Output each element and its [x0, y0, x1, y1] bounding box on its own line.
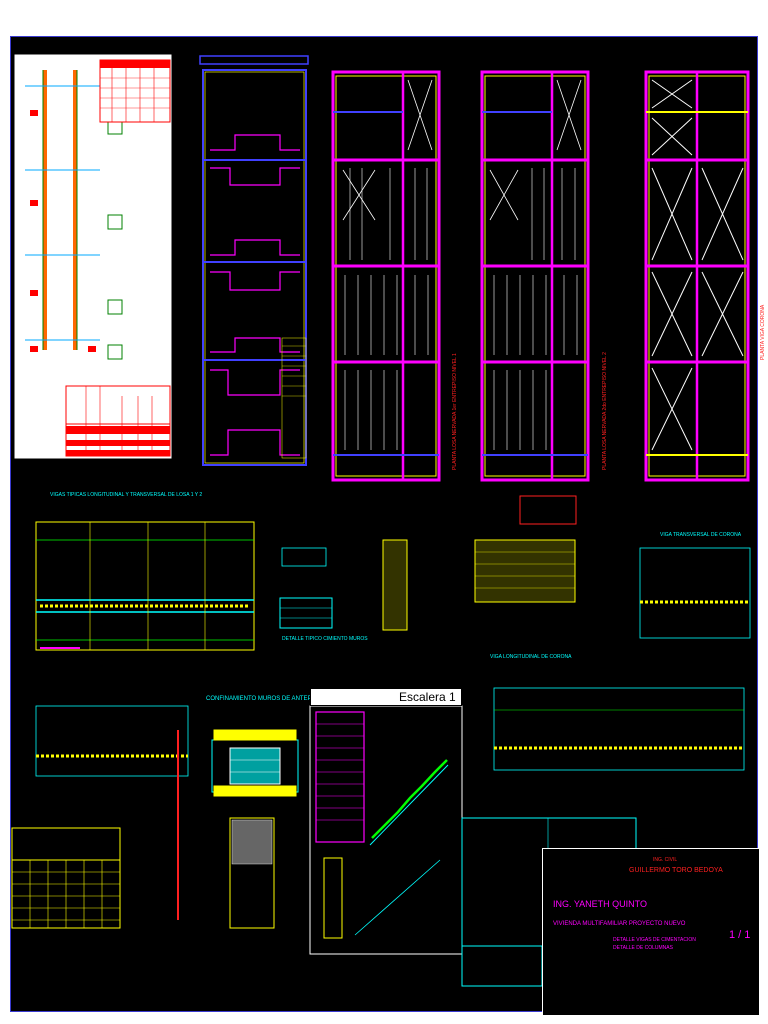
crown-beam-plan: [644, 70, 750, 482]
section-masonry-detail: DETALLE TIPICO CIMIENTO MUROS: [282, 636, 368, 642]
content-1: DETALLE VIGAS DE CIMENTACION: [613, 937, 696, 943]
section-confinement: CONFINAMIENTO MUROS DE ANTEPECHO: [206, 696, 329, 702]
column-elevation: [25, 70, 100, 352]
project-name: VIVIENDA MULTIFAMILIAR PROYECTO NUEVO: [553, 921, 686, 927]
masonry-detail: [279, 495, 577, 631]
stair-drawing: [315, 711, 449, 939]
slab-plan-1: [331, 70, 441, 482]
label-crown-plan: PLANTA VIGA CORONA: [760, 304, 766, 360]
crown-beam-elevation: [35, 547, 751, 777]
title-block: GUILLERMO TORO BEDOYA ING. CIVIL ING. YA…: [542, 848, 760, 1016]
label-slab-1: PLANTA LOSA NERVADA 1er ENTREPISO NIVEL …: [452, 353, 458, 470]
slab-plan-2: [480, 70, 590, 482]
label-slab-2: PLANTA LOSA NERVADA 2do ENTREPISO NIVEL …: [602, 352, 608, 470]
stair-title: Escalera 1: [310, 688, 462, 706]
foundation-plan: [199, 55, 309, 466]
content-2: DETALLE DE COLUMNAS: [613, 945, 673, 951]
owner-title: ING. CIVIL: [653, 857, 678, 863]
column-section-details: [107, 119, 123, 360]
sheet-number: 1 / 1: [729, 929, 751, 941]
section-beam-long: VIGAS TIPICAS LONGITUDINAL Y TRANSVERSAL…: [50, 492, 203, 498]
antepecho-detail: [177, 729, 299, 929]
engineer-name: ING. YANETH QUINTO: [553, 899, 648, 909]
slab-plan-1-ribs: [344, 168, 429, 450]
column-schedule-table: [99, 59, 171, 123]
owner-name: GUILLERMO TORO BEDOYA: [629, 867, 723, 874]
beam-elevation-1: [35, 521, 255, 651]
footing-schedule-table: [65, 385, 171, 457]
section-crown-long: VIGA LONGITUDINAL DE CORONA: [490, 654, 572, 660]
slab-plan-2-ribs: [493, 168, 578, 450]
section-crown-transv: VIGA TRANSVERSAL DE CORONA: [660, 532, 742, 538]
